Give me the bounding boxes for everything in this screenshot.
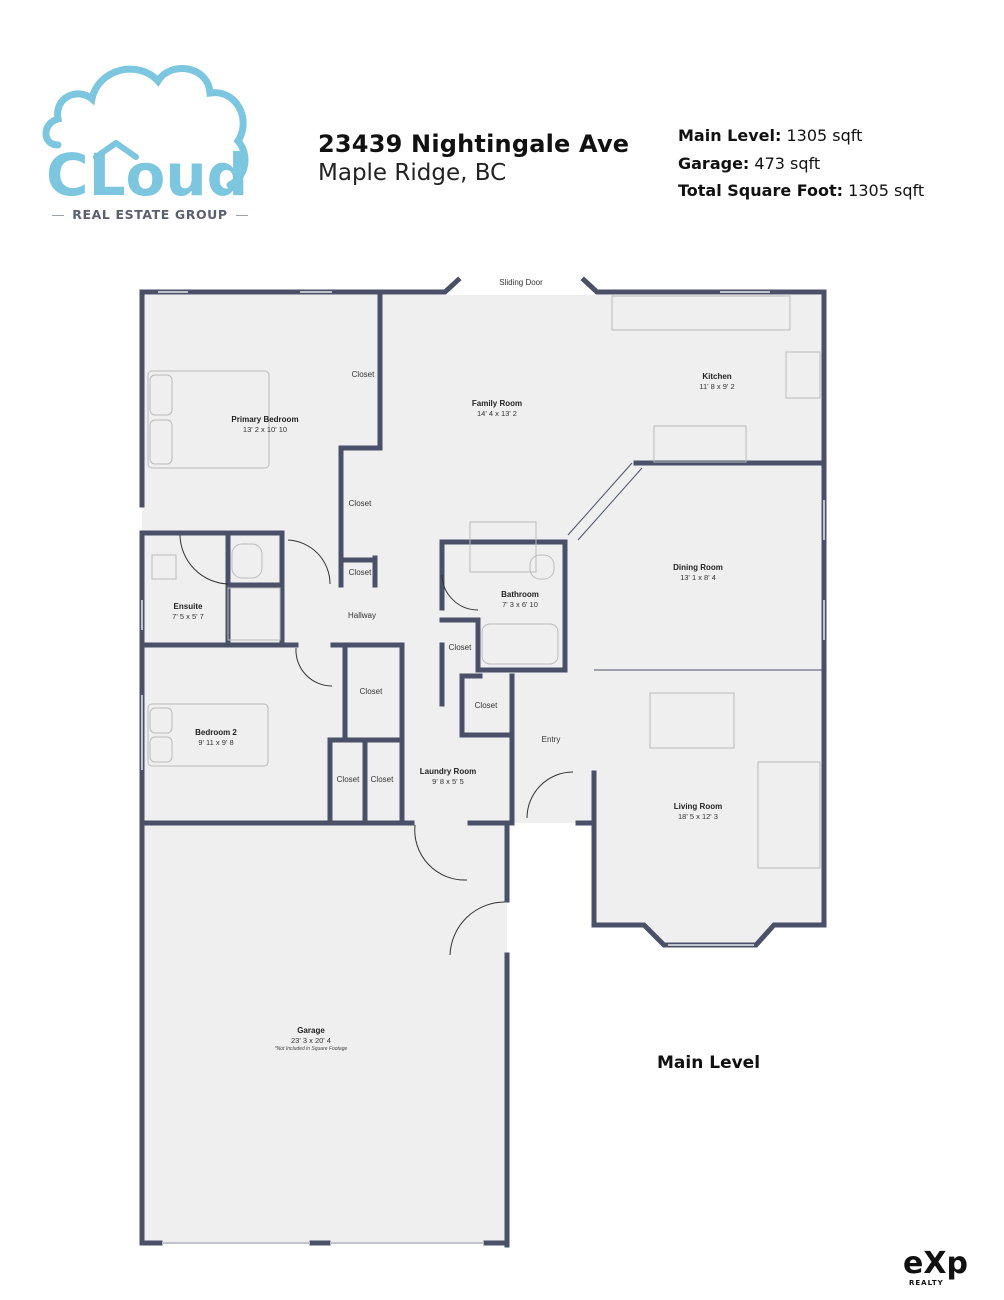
windows xyxy=(141,291,825,1244)
exp-word: eXp xyxy=(903,1246,968,1281)
garage-note: *Not Included in Square Footage xyxy=(275,1046,348,1052)
closet-label: Closet xyxy=(371,775,394,784)
garage-dim: 23' 3 x 20' 4 xyxy=(291,1036,331,1045)
closet-label: Closet xyxy=(337,775,360,784)
closet-label: Closet xyxy=(475,701,498,710)
level-label: Main Level xyxy=(657,1053,761,1073)
bathroom-name: Bathroom xyxy=(501,590,539,599)
primary-bedroom-dim: 13' 2 x 10' 10 xyxy=(243,425,287,434)
living-room-dim: 18' 5 x 12' 3 xyxy=(678,812,718,821)
cloud-logo: CLoud xyxy=(42,65,249,209)
dining-room-dim: 13' 1 x 8' 4 xyxy=(680,573,716,582)
furniture xyxy=(147,295,821,869)
family-room-dim: 14' 4 x 13' 2 xyxy=(477,409,517,418)
living-room-name: Living Room xyxy=(674,802,722,811)
laundry-dim: 9' 8 x 5' 5 xyxy=(432,777,464,786)
garage-name: Garage xyxy=(297,1026,325,1035)
closet-label: Closet xyxy=(352,370,375,379)
ensuite-name: Ensuite xyxy=(174,602,203,611)
thin-lines xyxy=(567,462,824,671)
hallway-label: Hallway xyxy=(348,611,376,620)
exp-realty-logo: eXp REALTY xyxy=(903,1246,968,1287)
street-address: 23439 Nightingale Ave xyxy=(318,130,630,158)
entry-label: Entry xyxy=(542,735,561,744)
city: Maple Ridge, BC xyxy=(318,160,507,186)
primary-bedroom-name: Primary Bedroom xyxy=(231,415,298,424)
bathroom-dim: 7' 3 x 6' 10 xyxy=(502,600,538,609)
floor-fills xyxy=(142,295,824,1243)
closet-label: Closet xyxy=(349,568,372,577)
bedroom2-dim: 9' 11 x 9' 8 xyxy=(198,738,233,747)
area-stats: Main Level: 1305 sqft Garage: 473 sqft T… xyxy=(678,122,924,205)
closet-label: Closet xyxy=(449,643,472,652)
bedroom2-name: Bedroom 2 xyxy=(195,728,237,737)
closet-label: Closet xyxy=(360,687,383,696)
stat-main-level: Main Level: 1305 sqft xyxy=(678,126,863,145)
logo-subtitle: REAL ESTATE GROUP xyxy=(40,207,260,222)
dining-room-name: Dining Room xyxy=(673,563,723,572)
doors xyxy=(179,534,574,956)
kitchen-name: Kitchen xyxy=(702,372,731,381)
stat-garage: Garage: 473 sqft xyxy=(678,153,821,173)
kitchen-dim: 11' 8 x 9' 2 xyxy=(699,382,734,391)
logo-word: CLoud xyxy=(46,141,248,209)
closet-label: Closet xyxy=(349,499,372,508)
family-room-name: Family Room xyxy=(472,399,522,408)
stat-total: Total Square Foot: 1305 sqft xyxy=(678,181,925,200)
ensuite-dim: 7' 5 x 5' 7 xyxy=(172,612,204,621)
laundry-name: Laundry Room xyxy=(420,767,476,776)
sliding-door-label: Sliding Door xyxy=(499,278,543,287)
address-block: 23439 Nightingale Ave Maple Ridge, BC xyxy=(318,130,629,186)
exp-sub: REALTY xyxy=(909,1279,944,1287)
